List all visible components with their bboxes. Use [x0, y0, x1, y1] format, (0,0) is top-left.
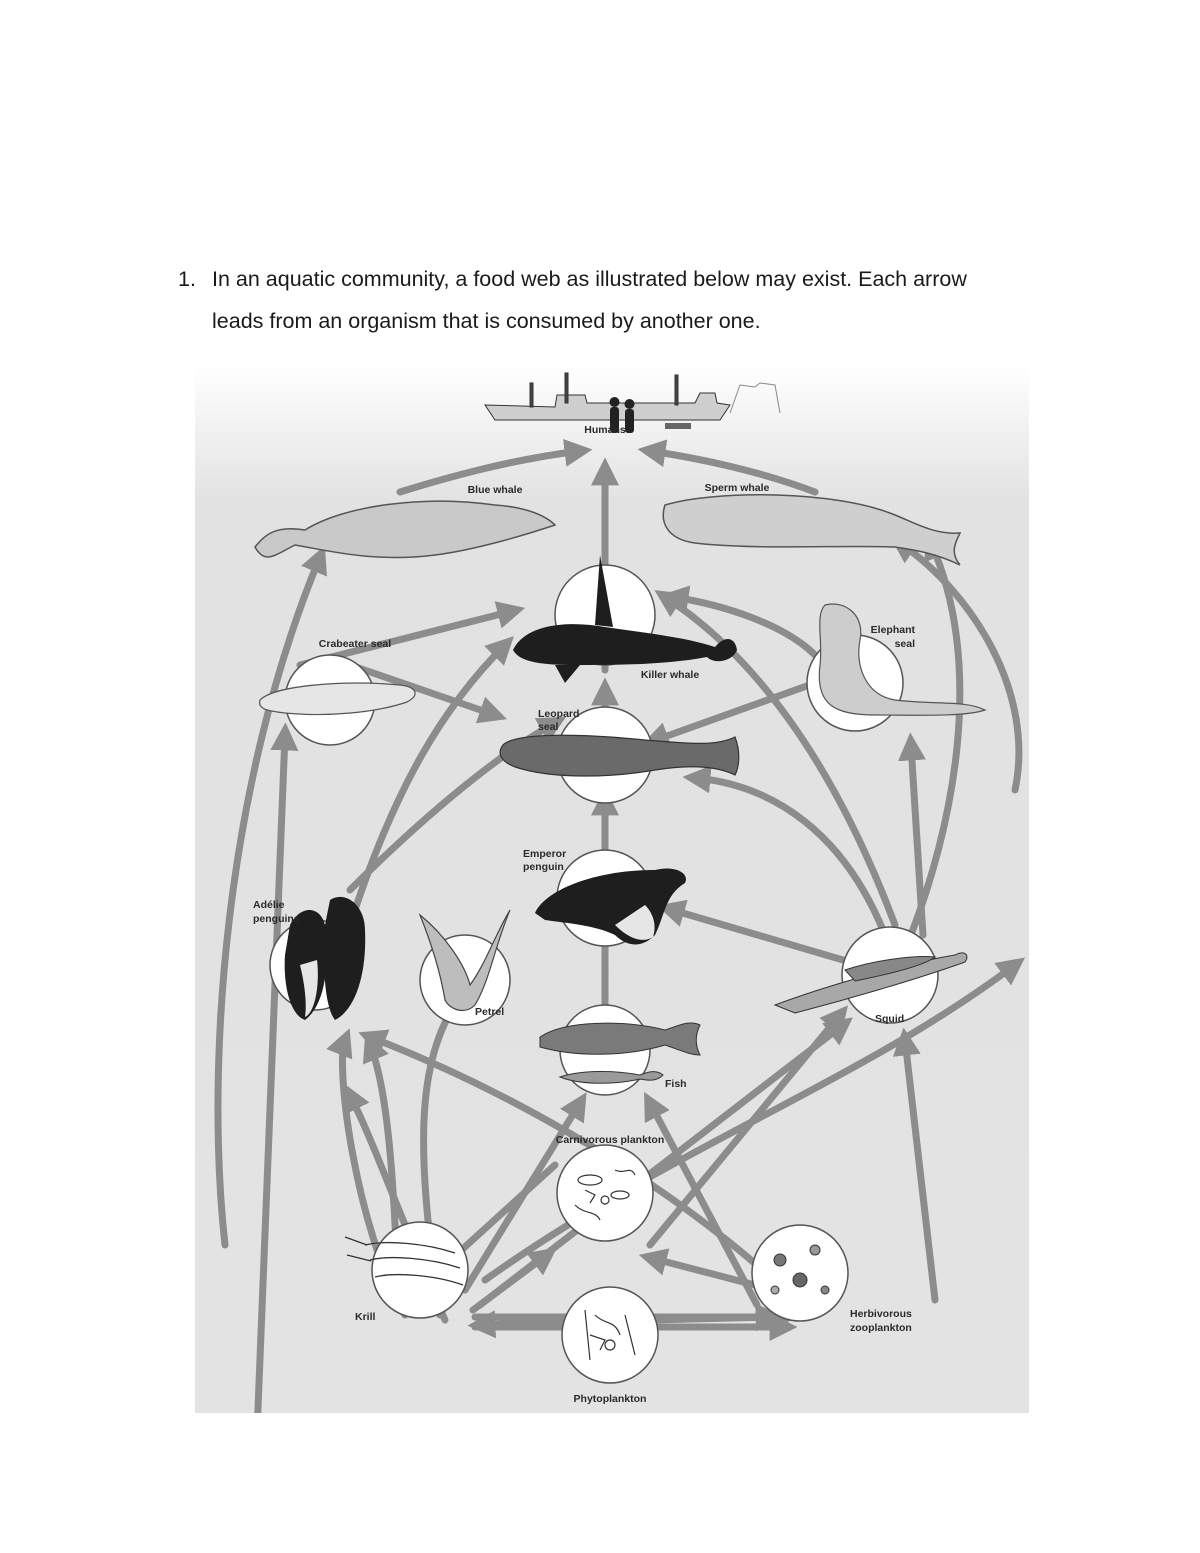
- question-number: 1.: [178, 267, 196, 291]
- label-blue-whale: Blue whale: [468, 484, 523, 496]
- question-line-1: In an aquatic community, a food web as i…: [212, 267, 967, 291]
- label-emperor-penguin-1: Emperor: [523, 848, 566, 860]
- elephant-seal-illustration: [818, 603, 987, 716]
- label-carnivorous-plankton: Carnivorous plankton: [556, 1134, 665, 1146]
- blue-whale-illustration: [254, 500, 557, 559]
- label-fish: Fish: [665, 1078, 687, 1090]
- petrel-illustration: [418, 909, 511, 1012]
- label-adelie-penguins-2: penguins: [253, 913, 300, 925]
- label-emperor-penguin-2: penguin: [523, 861, 564, 873]
- label-elephant-seal-2: seal: [895, 638, 916, 650]
- crabeater-seal-illustration: [259, 682, 416, 716]
- label-krill: Krill: [355, 1311, 376, 1323]
- squid-illustration: [773, 952, 968, 1014]
- humans-illustration: [609, 397, 691, 433]
- label-humans: Humans: [584, 424, 626, 436]
- question-line-2: leads from an organism that is consumed …: [212, 309, 761, 333]
- carnivorous-plankton-circle: [556, 1144, 654, 1242]
- phytoplankton-illustration: [584, 1309, 636, 1361]
- label-crabeater-seal: Crabeater seal: [319, 638, 391, 650]
- fish-illustration: [539, 1022, 701, 1084]
- label-squid: Squid: [875, 1013, 904, 1025]
- killer-whale-illustration: [513, 555, 737, 683]
- iceberg-illustration: [729, 382, 781, 414]
- label-herbivorous-zooplankton-1: Herbivorous: [850, 1308, 912, 1320]
- label-leopard-seal-1: Leopard: [538, 708, 579, 720]
- herbivorous-zooplankton-illustration: [770, 1244, 830, 1295]
- krill-circle: [371, 1221, 469, 1319]
- emperor-penguin-illustration: [535, 868, 686, 945]
- phytoplankton-circle: [561, 1286, 659, 1384]
- label-phytoplankton: Phytoplankton: [574, 1393, 647, 1405]
- label-adelie-penguins-1: Adélie: [253, 899, 285, 911]
- label-petrel: Petrel: [475, 1006, 504, 1018]
- label-herbivorous-zooplankton-2: zooplankton: [850, 1322, 912, 1334]
- label-elephant-seal-1: Elephant: [871, 624, 916, 636]
- ship-illustration: [484, 372, 731, 421]
- leopard-seal-illustration: [499, 734, 740, 777]
- adelie-penguins-illustration: [284, 896, 366, 1020]
- label-sperm-whale: Sperm whale: [705, 482, 770, 494]
- label-killer-whale: Killer whale: [641, 669, 700, 681]
- food-web-diagram: Humans Blue whale Sperm whale Killer wha…: [195, 365, 1029, 1413]
- krill-illustration: [344, 1236, 464, 1286]
- sperm-whale-illustration: [662, 494, 962, 566]
- carnivorous-plankton-illustration: [574, 1169, 636, 1221]
- label-leopard-seal-2: seal: [538, 721, 559, 733]
